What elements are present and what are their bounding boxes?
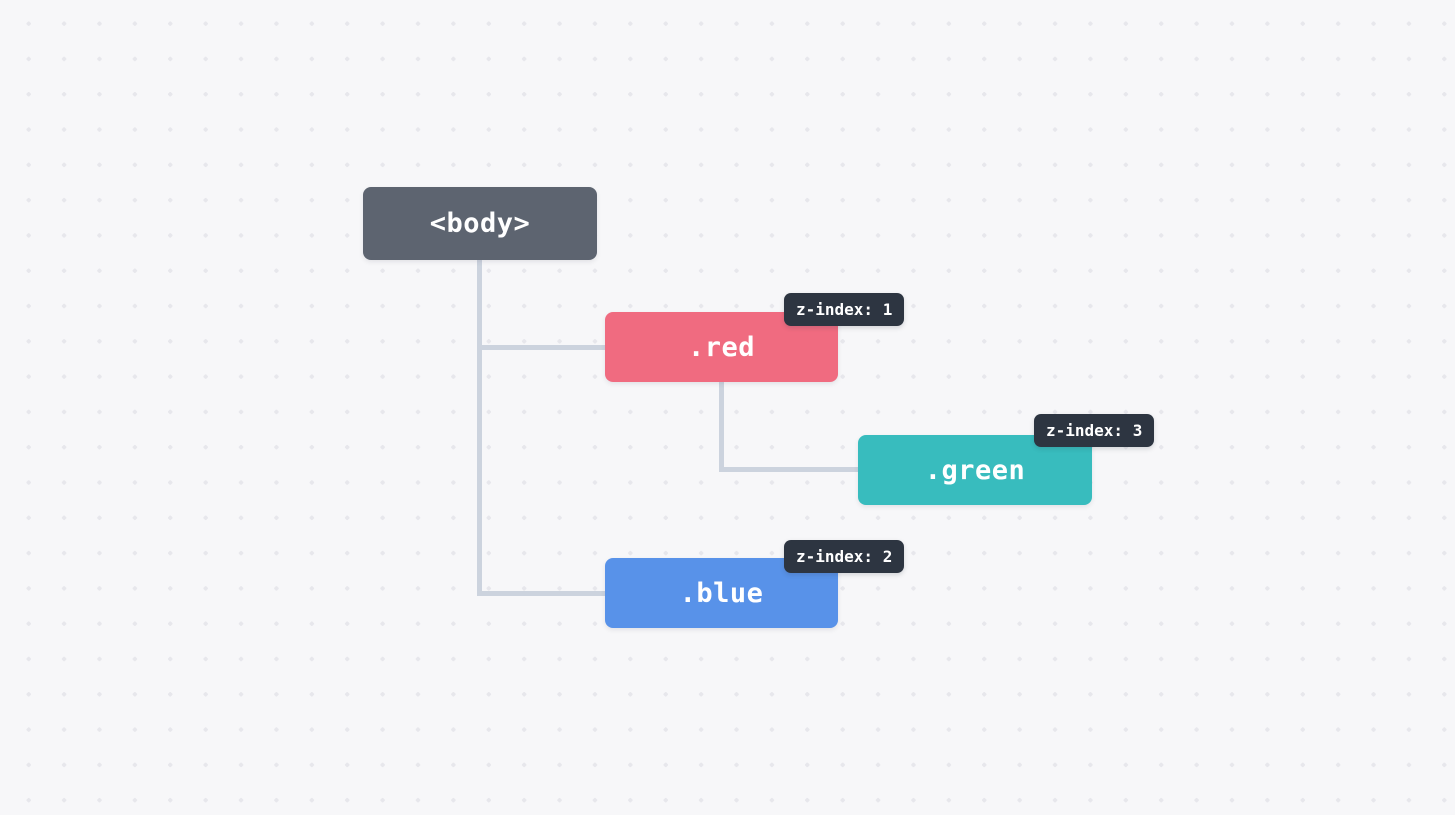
zindex-badge-red: z-index: 1: [784, 293, 905, 326]
zindex-badge-blue: z-index: 2: [784, 540, 905, 573]
node-blue: .blue: [605, 558, 838, 628]
connector-red-vertical: [719, 380, 724, 472]
connector-body-vertical: [477, 259, 482, 596]
node-body: <body>: [363, 187, 597, 260]
node-red-label: .red: [687, 331, 756, 363]
node-body-label: <body>: [429, 208, 531, 239]
node-green-label: .green: [924, 454, 1026, 486]
node-green: .green: [858, 435, 1092, 505]
node-blue-label: .blue: [679, 577, 764, 609]
connector-body-to-red: [479, 345, 605, 350]
connector-body-to-blue: [479, 591, 605, 596]
zindex-badge-green: z-index: 3: [1034, 414, 1155, 447]
connector-red-to-green: [719, 467, 858, 472]
